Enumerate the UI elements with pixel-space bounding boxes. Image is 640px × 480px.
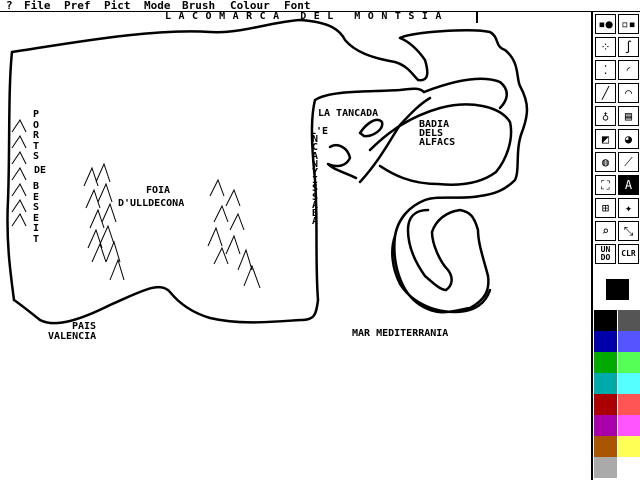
coastline-inner	[406, 208, 448, 292]
label-badia: BADIA	[419, 119, 450, 130]
mountains	[11, 119, 261, 289]
menu-font[interactable]: Font	[284, 0, 311, 12]
clear-tool[interactable]: CLR	[618, 244, 639, 264]
arc-tool[interactable]: ◜	[618, 60, 639, 80]
menu-mode[interactable]: Mode	[144, 0, 171, 12]
menu-colour[interactable]: Colour	[230, 0, 270, 12]
undo-tool[interactable]: UN DO	[595, 244, 616, 264]
palette-color-2[interactable]	[594, 331, 617, 352]
label-alfacs: ALFACS	[419, 137, 456, 148]
menu-brush[interactable]: Brush	[182, 0, 216, 12]
line-tool[interactable]: ╱	[595, 83, 616, 103]
palette-color-14[interactable]	[594, 457, 617, 478]
encanyissada-lagoon	[326, 143, 358, 180]
palette-color-8[interactable]	[594, 394, 617, 415]
spray-tool[interactable]: ⁘	[595, 37, 616, 57]
palette-color-11[interactable]	[618, 415, 640, 436]
current-color-swatch	[606, 279, 629, 300]
brush-size-tool[interactable]: ▪●	[595, 14, 616, 34]
menu-file[interactable]: File	[24, 0, 51, 12]
map-drawing	[6, 18, 529, 325]
palette-color-10[interactable]	[594, 415, 617, 436]
fill-tool[interactable]: ♁	[595, 106, 616, 126]
label-mar-mediterrania: MAR MEDITERRANIA	[352, 328, 449, 339]
delta-north	[422, 77, 508, 110]
zoom-tool[interactable]: ⌕	[595, 221, 616, 241]
blob-tool[interactable]: ◍	[595, 152, 616, 172]
pattern-fill-tool[interactable]: ▤	[618, 106, 639, 126]
la-tancada-pond	[358, 118, 384, 138]
menu-pict[interactable]: Pict	[104, 0, 131, 12]
bay-inner	[368, 103, 513, 186]
palette-color-7[interactable]	[618, 373, 640, 394]
text-cursor	[476, 12, 478, 23]
label-la-tancada: LA TANCADA	[318, 108, 379, 119]
menu-bar: ? File Pref Pict Mode Brush Colour Font	[0, 0, 640, 12]
grid-tool[interactable]: ⊞	[595, 198, 616, 218]
coastline	[10, 18, 529, 314]
palette-color-3[interactable]	[618, 331, 640, 352]
palette-color-4[interactable]	[594, 352, 617, 373]
palette-color-6[interactable]	[594, 373, 617, 394]
label-pais: PAIS	[72, 321, 97, 332]
brush-shape-tool[interactable]: ▫▪	[618, 14, 639, 34]
palette-color-15[interactable]	[618, 457, 640, 478]
label-lencanyissaba: L'ENCANYISSABA	[310, 126, 329, 228]
palette-color-9[interactable]	[618, 394, 640, 415]
dots-tool[interactable]: ⁚	[595, 60, 616, 80]
label-valencia: VALENCIA	[48, 331, 97, 342]
palette-color-13[interactable]	[618, 436, 640, 457]
label-de: DE	[34, 165, 47, 176]
palette-color-12[interactable]	[594, 436, 617, 457]
menu-help[interactable]: ?	[6, 0, 13, 12]
map-title: LACOMARCA DEL MONTSIA	[165, 11, 449, 22]
palette-color-0[interactable]	[594, 310, 617, 331]
palette-color-1[interactable]	[618, 310, 640, 331]
delta-coast	[310, 87, 426, 302]
label-ulldecona: D'ULLDECONA	[118, 198, 185, 209]
transform-tool[interactable]: ⤡	[618, 221, 639, 241]
text-tool[interactable]: A	[618, 175, 639, 195]
smudge-tool[interactable]: ◕	[618, 129, 639, 149]
label-dels: DELS	[419, 128, 444, 139]
label-beseit: BESEIT	[32, 181, 40, 245]
delta-south-arm	[391, 234, 492, 314]
west-coast	[6, 50, 16, 302]
drawing-canvas[interactable]: LACOMARCA DEL MONTSIA PORTS DE BESEIT FO…	[0, 12, 591, 480]
magic-tool[interactable]: ✦	[618, 198, 639, 218]
curve-tool[interactable]: ∫	[618, 37, 639, 57]
eraser-tool[interactable]: ⟋	[618, 152, 639, 172]
gradient-tool[interactable]: ◩	[595, 129, 616, 149]
menu-pref[interactable]: Pref	[64, 0, 91, 12]
south-boundary	[12, 285, 320, 325]
label-foia: FOIA	[146, 185, 171, 196]
label-ports: PORTS	[32, 109, 40, 162]
ellipse-tool[interactable]: ◠	[618, 83, 639, 103]
select-tool[interactable]: ⛶	[595, 175, 616, 195]
palette-color-5[interactable]	[618, 352, 640, 373]
